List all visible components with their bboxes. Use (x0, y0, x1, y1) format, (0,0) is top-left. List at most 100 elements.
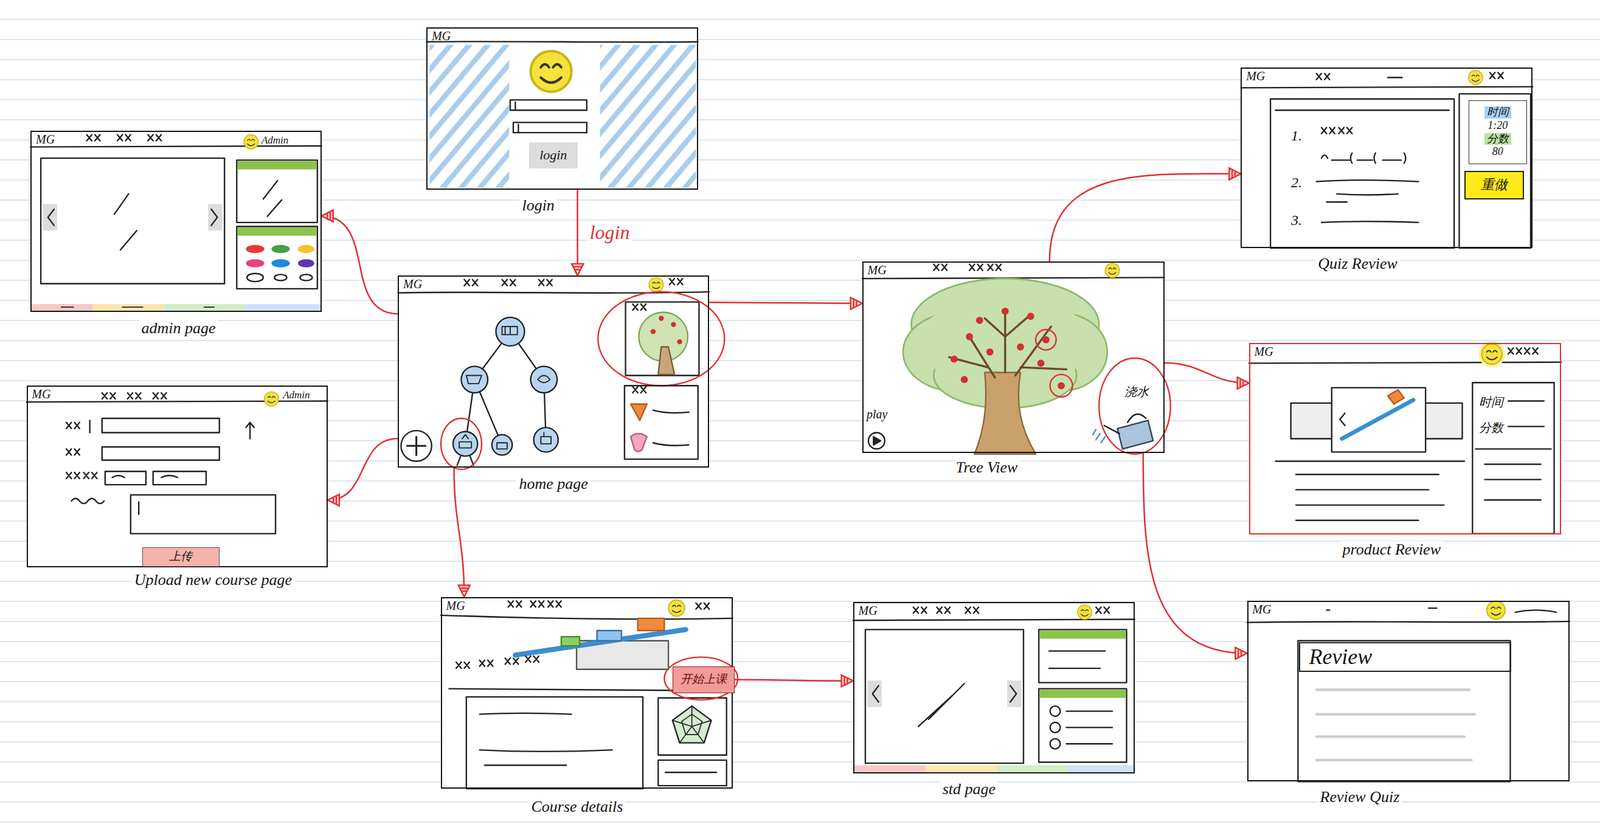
product-sketch (1472, 382, 1554, 534)
admin-sketch (236, 226, 318, 289)
upload-sketch (66, 422, 80, 429)
upload-sketch (88, 420, 91, 433)
login-sketch (530, 51, 572, 92)
admin-sketch (86, 134, 101, 141)
std-sketch (1049, 651, 1105, 669)
flow-arrow (454, 467, 465, 598)
button: 重做 (1464, 170, 1524, 200)
screen-paper (397, 275, 710, 468)
std-sketch (925, 765, 997, 773)
admin-sketch (211, 209, 218, 226)
quiz-sketch (1275, 109, 1450, 111)
std-sketch (853, 605, 1135, 773)
tree-sketch (862, 263, 1171, 455)
admin-sketch (40, 158, 225, 284)
course-sketch (664, 657, 738, 700)
home-sketch (491, 434, 513, 456)
upload-sketch (153, 392, 167, 399)
product-sketch (1339, 413, 1345, 426)
brand-logo: MG (1246, 69, 1265, 83)
login-sketch (517, 124, 519, 132)
tree-sketch (1035, 329, 1057, 351)
std-sketch (1039, 689, 1126, 698)
home-sketch (648, 277, 663, 292)
flow-arrow (709, 302, 863, 304)
upload-sketch (264, 391, 279, 406)
admin-sketch (274, 274, 287, 281)
quiz-sketch (1316, 73, 1330, 80)
product-sketch (1331, 387, 1426, 453)
std-sketch (1007, 680, 1022, 708)
tree-sketch (1042, 336, 1050, 344)
play-label: play (866, 407, 888, 421)
home-sketch (632, 304, 646, 311)
login-sketch (510, 99, 587, 111)
course-sketch (525, 656, 539, 663)
home-sketch (530, 366, 558, 393)
brand-logo: MG (403, 277, 423, 291)
std-sketch (1050, 722, 1061, 733)
std-sketch (1068, 765, 1134, 773)
upload-sketch (66, 472, 80, 479)
home-sketch (540, 432, 551, 444)
tree-sketch (986, 348, 994, 356)
course-sketch (508, 600, 522, 607)
question-number: 2. (1291, 174, 1303, 191)
home-sketch (658, 315, 664, 321)
button-label: 重做 (1478, 177, 1510, 193)
brand-logo: MG (858, 603, 878, 618)
screen-caption: admin page (139, 319, 219, 338)
admin-sketch (147, 134, 162, 141)
home-sketch (440, 418, 482, 470)
course-sketch (479, 660, 494, 667)
product-sketch (1342, 400, 1414, 440)
quiz-sketch (1459, 93, 1531, 248)
login-sketch (429, 45, 510, 188)
button-label: login (536, 147, 570, 163)
std-sketch (1038, 689, 1127, 763)
quiz-sketch (1387, 76, 1402, 78)
std-sketch (1050, 706, 1061, 717)
tree-sketch (974, 372, 1036, 454)
field-label: 时间 (1478, 395, 1504, 409)
review-quiz-sketch (1247, 621, 1570, 623)
home-sketch (597, 291, 725, 386)
button: 开始上课 (672, 666, 735, 694)
admin-sketch (207, 204, 222, 232)
product-sketch (1524, 347, 1538, 354)
brand-logo: MG (1252, 602, 1271, 617)
admin-sketch (61, 306, 215, 308)
course-sketch (547, 600, 562, 607)
quiz-sketch (1270, 99, 1455, 249)
upload-sketch (102, 418, 220, 433)
course-sketch (530, 600, 545, 607)
brand-logo: MG (446, 599, 466, 613)
home-sketch (537, 375, 550, 384)
admin-sketch (246, 273, 264, 282)
screen-caption: Upload new course page (131, 571, 295, 590)
field-label: 时间 (1484, 106, 1512, 119)
screen-frame: MGplay浇水Tree View (862, 261, 1165, 454)
quiz-sketch (1316, 180, 1419, 202)
admin-sketch (299, 274, 312, 281)
upload-sketch (83, 472, 98, 479)
admin-sketch (48, 209, 55, 226)
std-sketch (853, 765, 925, 773)
tree-sketch (873, 436, 881, 445)
screen-caption: std page (940, 780, 998, 799)
flow-arrow (327, 438, 399, 500)
admin-sketch (297, 245, 315, 253)
admin-sketch (245, 259, 264, 267)
tree-sketch (1027, 312, 1035, 320)
course-sketch (665, 771, 717, 773)
home-sketch (658, 347, 675, 375)
quiz-sketch (1240, 86, 1533, 89)
std-sketch (918, 683, 965, 727)
tree-sketch (1104, 414, 1147, 434)
screen-paper (1240, 67, 1533, 249)
product-sketch (1387, 389, 1405, 404)
tree-sketch (950, 355, 958, 364)
admin-sketch (117, 134, 131, 141)
std-sketch (1077, 605, 1092, 620)
